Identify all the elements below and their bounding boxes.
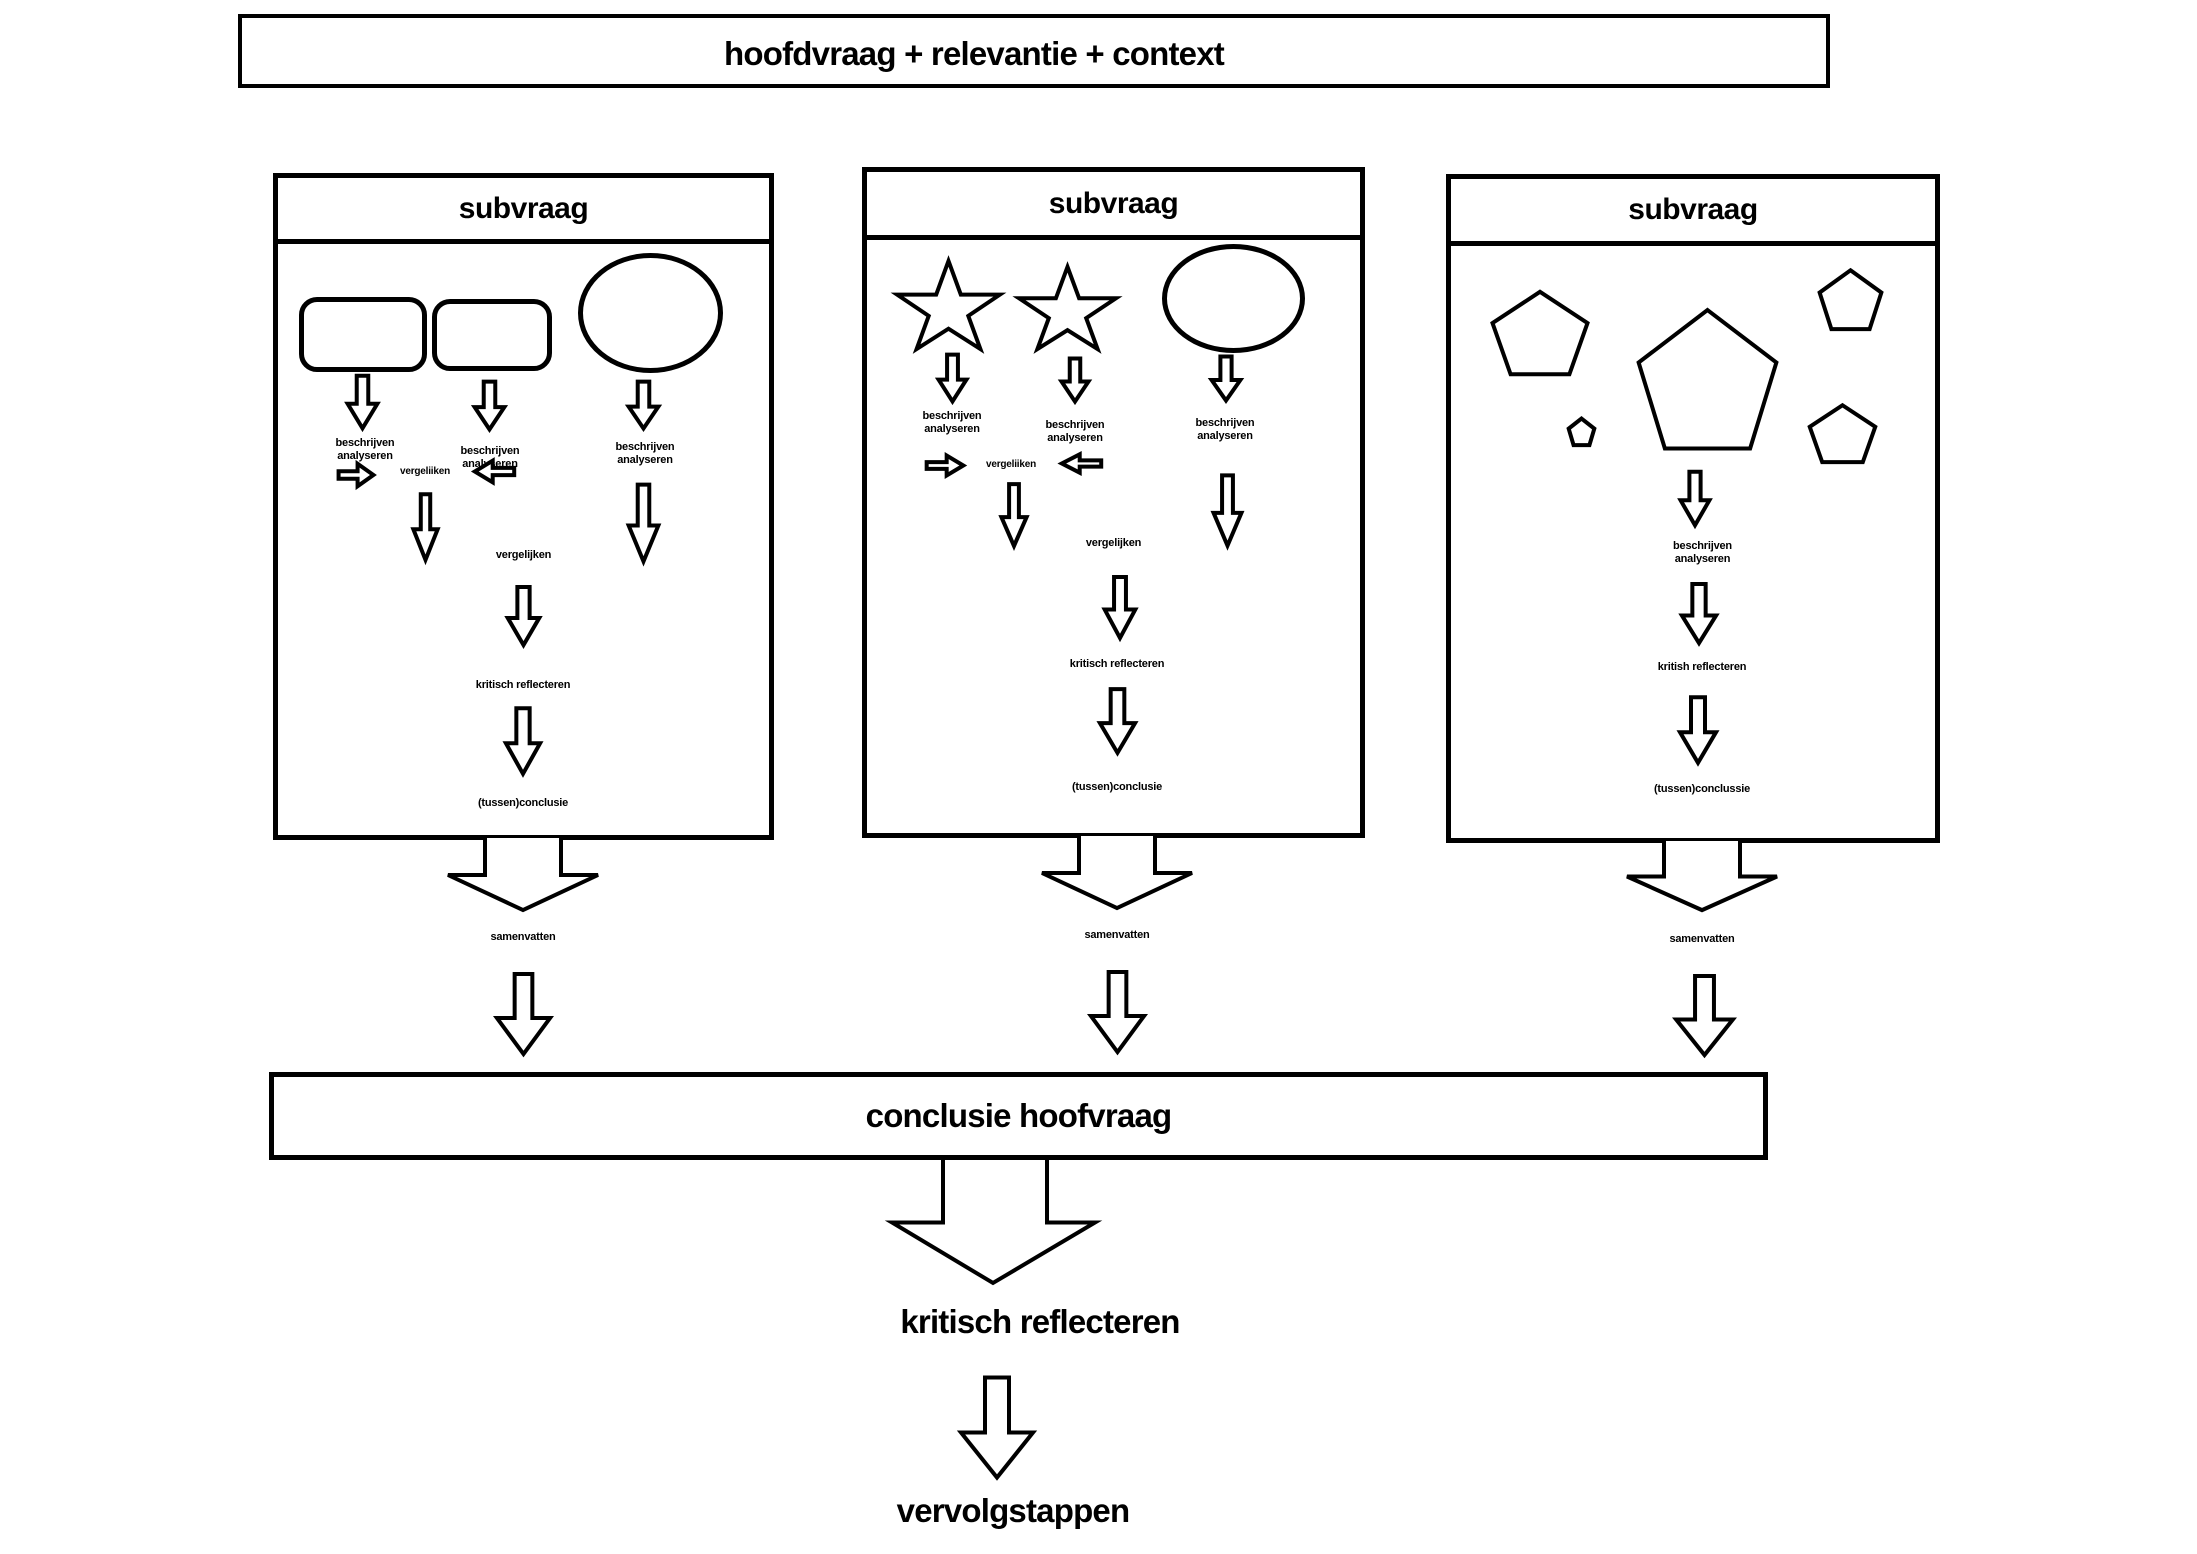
reflect-label: kritish reflecteren: [1657, 661, 1747, 673]
subvraag-2-header: subvraag: [867, 172, 1360, 240]
step-label: beschrijven analyseren: [1045, 419, 1105, 444]
down-arrow-icon: [1212, 473, 1243, 548]
ellipse-shape: [578, 253, 723, 373]
conclusion-label: (tussen)conclusie: [477, 797, 569, 809]
down-arrow-icon: [1000, 482, 1028, 548]
down-arrow-icon: [412, 492, 439, 562]
merge-label: vergelijken: [1085, 537, 1142, 549]
down-arrow-icon: [937, 353, 968, 403]
down-arrow-icon: [504, 706, 542, 776]
summary-label: samenvatten: [1669, 933, 1735, 945]
fat-down-arrow-icon: [1673, 974, 1736, 1057]
conclusion-label: (tussen)conclussie: [1653, 783, 1751, 795]
compare-label: vergeliiken: [985, 459, 1037, 470]
subvraag-3-header: subvraag: [1451, 179, 1935, 246]
rounded-rect-shape: [299, 297, 427, 372]
down-arrow-icon: [1680, 582, 1718, 645]
conclusion-label: (tussen)conclusie: [1071, 781, 1163, 793]
summary-label: samenvatten: [490, 931, 556, 943]
subvraag-2-title: subvraag: [1048, 186, 1179, 220]
pentagon-shape-icon: [1568, 418, 1595, 446]
pentagon-shape-icon: [1818, 269, 1883, 331]
step-label: beschrijven analyseren: [615, 441, 675, 466]
vervolgstappen-label: vervolgstappen: [896, 1492, 1131, 1529]
wide-down-arrow-icon: [1625, 841, 1779, 912]
down-arrow-icon: [1678, 695, 1718, 765]
down-arrow-icon: [1679, 470, 1711, 527]
wide-down-arrow-icon: [890, 1160, 1097, 1285]
right-arrow-icon: [337, 461, 375, 489]
down-arrow-icon: [473, 380, 506, 431]
conclusie-box: conclusie hoofvraag: [269, 1072, 1768, 1160]
star-shape-icon: [1017, 265, 1118, 350]
pentagon-shape-icon: [1635, 307, 1780, 453]
left-arrow-icon: [1060, 452, 1103, 475]
kritisch-reflecteren-label: kritisch reflecteren: [900, 1303, 1180, 1340]
pentagon-shape-icon: [1808, 404, 1877, 464]
down-arrow-icon: [506, 585, 541, 647]
summary-label: samenvatten: [1084, 929, 1150, 941]
down-arrow-icon: [1098, 687, 1137, 755]
compare-label: vergeliiken: [399, 466, 451, 477]
hoofdvraag-title: hoofdvraag + relevantie + context: [724, 35, 1225, 72]
left-arrow-icon: [473, 458, 516, 485]
star-shape-icon: [895, 259, 1002, 350]
right-arrow-icon: [925, 453, 965, 478]
down-arrow-icon: [627, 380, 660, 430]
fat-down-arrow-icon: [494, 972, 553, 1056]
down-arrow-icon: [1210, 355, 1242, 402]
step-label: beschrijven analyseren: [335, 437, 395, 462]
merge-label: vergelijken: [495, 549, 552, 561]
down-arrow-icon: [346, 374, 379, 430]
rounded-rect-shape: [432, 299, 552, 371]
down-arrow-icon: [627, 482, 660, 564]
down-arrow-icon: [1060, 357, 1090, 403]
wide-down-arrow-icon: [1040, 836, 1194, 910]
hoofdvraag-box: hoofdvraag + relevantie + context: [238, 14, 1830, 88]
reflect-label: kritisch reflecteren: [475, 679, 571, 691]
step-label: beschrijven analyseren: [1195, 417, 1255, 442]
step-label: beschrijven analyseren: [922, 410, 982, 435]
wide-down-arrow-icon: [446, 838, 600, 912]
down-arrow-icon: [1103, 575, 1137, 640]
subvraag-1-header: subvraag: [278, 178, 769, 244]
fat-down-arrow-icon: [1088, 970, 1147, 1054]
conclusie-title: conclusie hoofvraag: [865, 1097, 1173, 1134]
step-label: beschrijven analyseren: [1673, 540, 1732, 565]
pentagon-shape-icon: [1490, 290, 1590, 377]
subvraag-3-title: subvraag: [1628, 193, 1758, 226]
fat-down-arrow-icon: [957, 1375, 1037, 1480]
ellipse-shape: [1162, 244, 1305, 353]
reflect-label: kritisch reflecteren: [1069, 658, 1165, 670]
subvraag-1-title: subvraag: [458, 191, 589, 225]
